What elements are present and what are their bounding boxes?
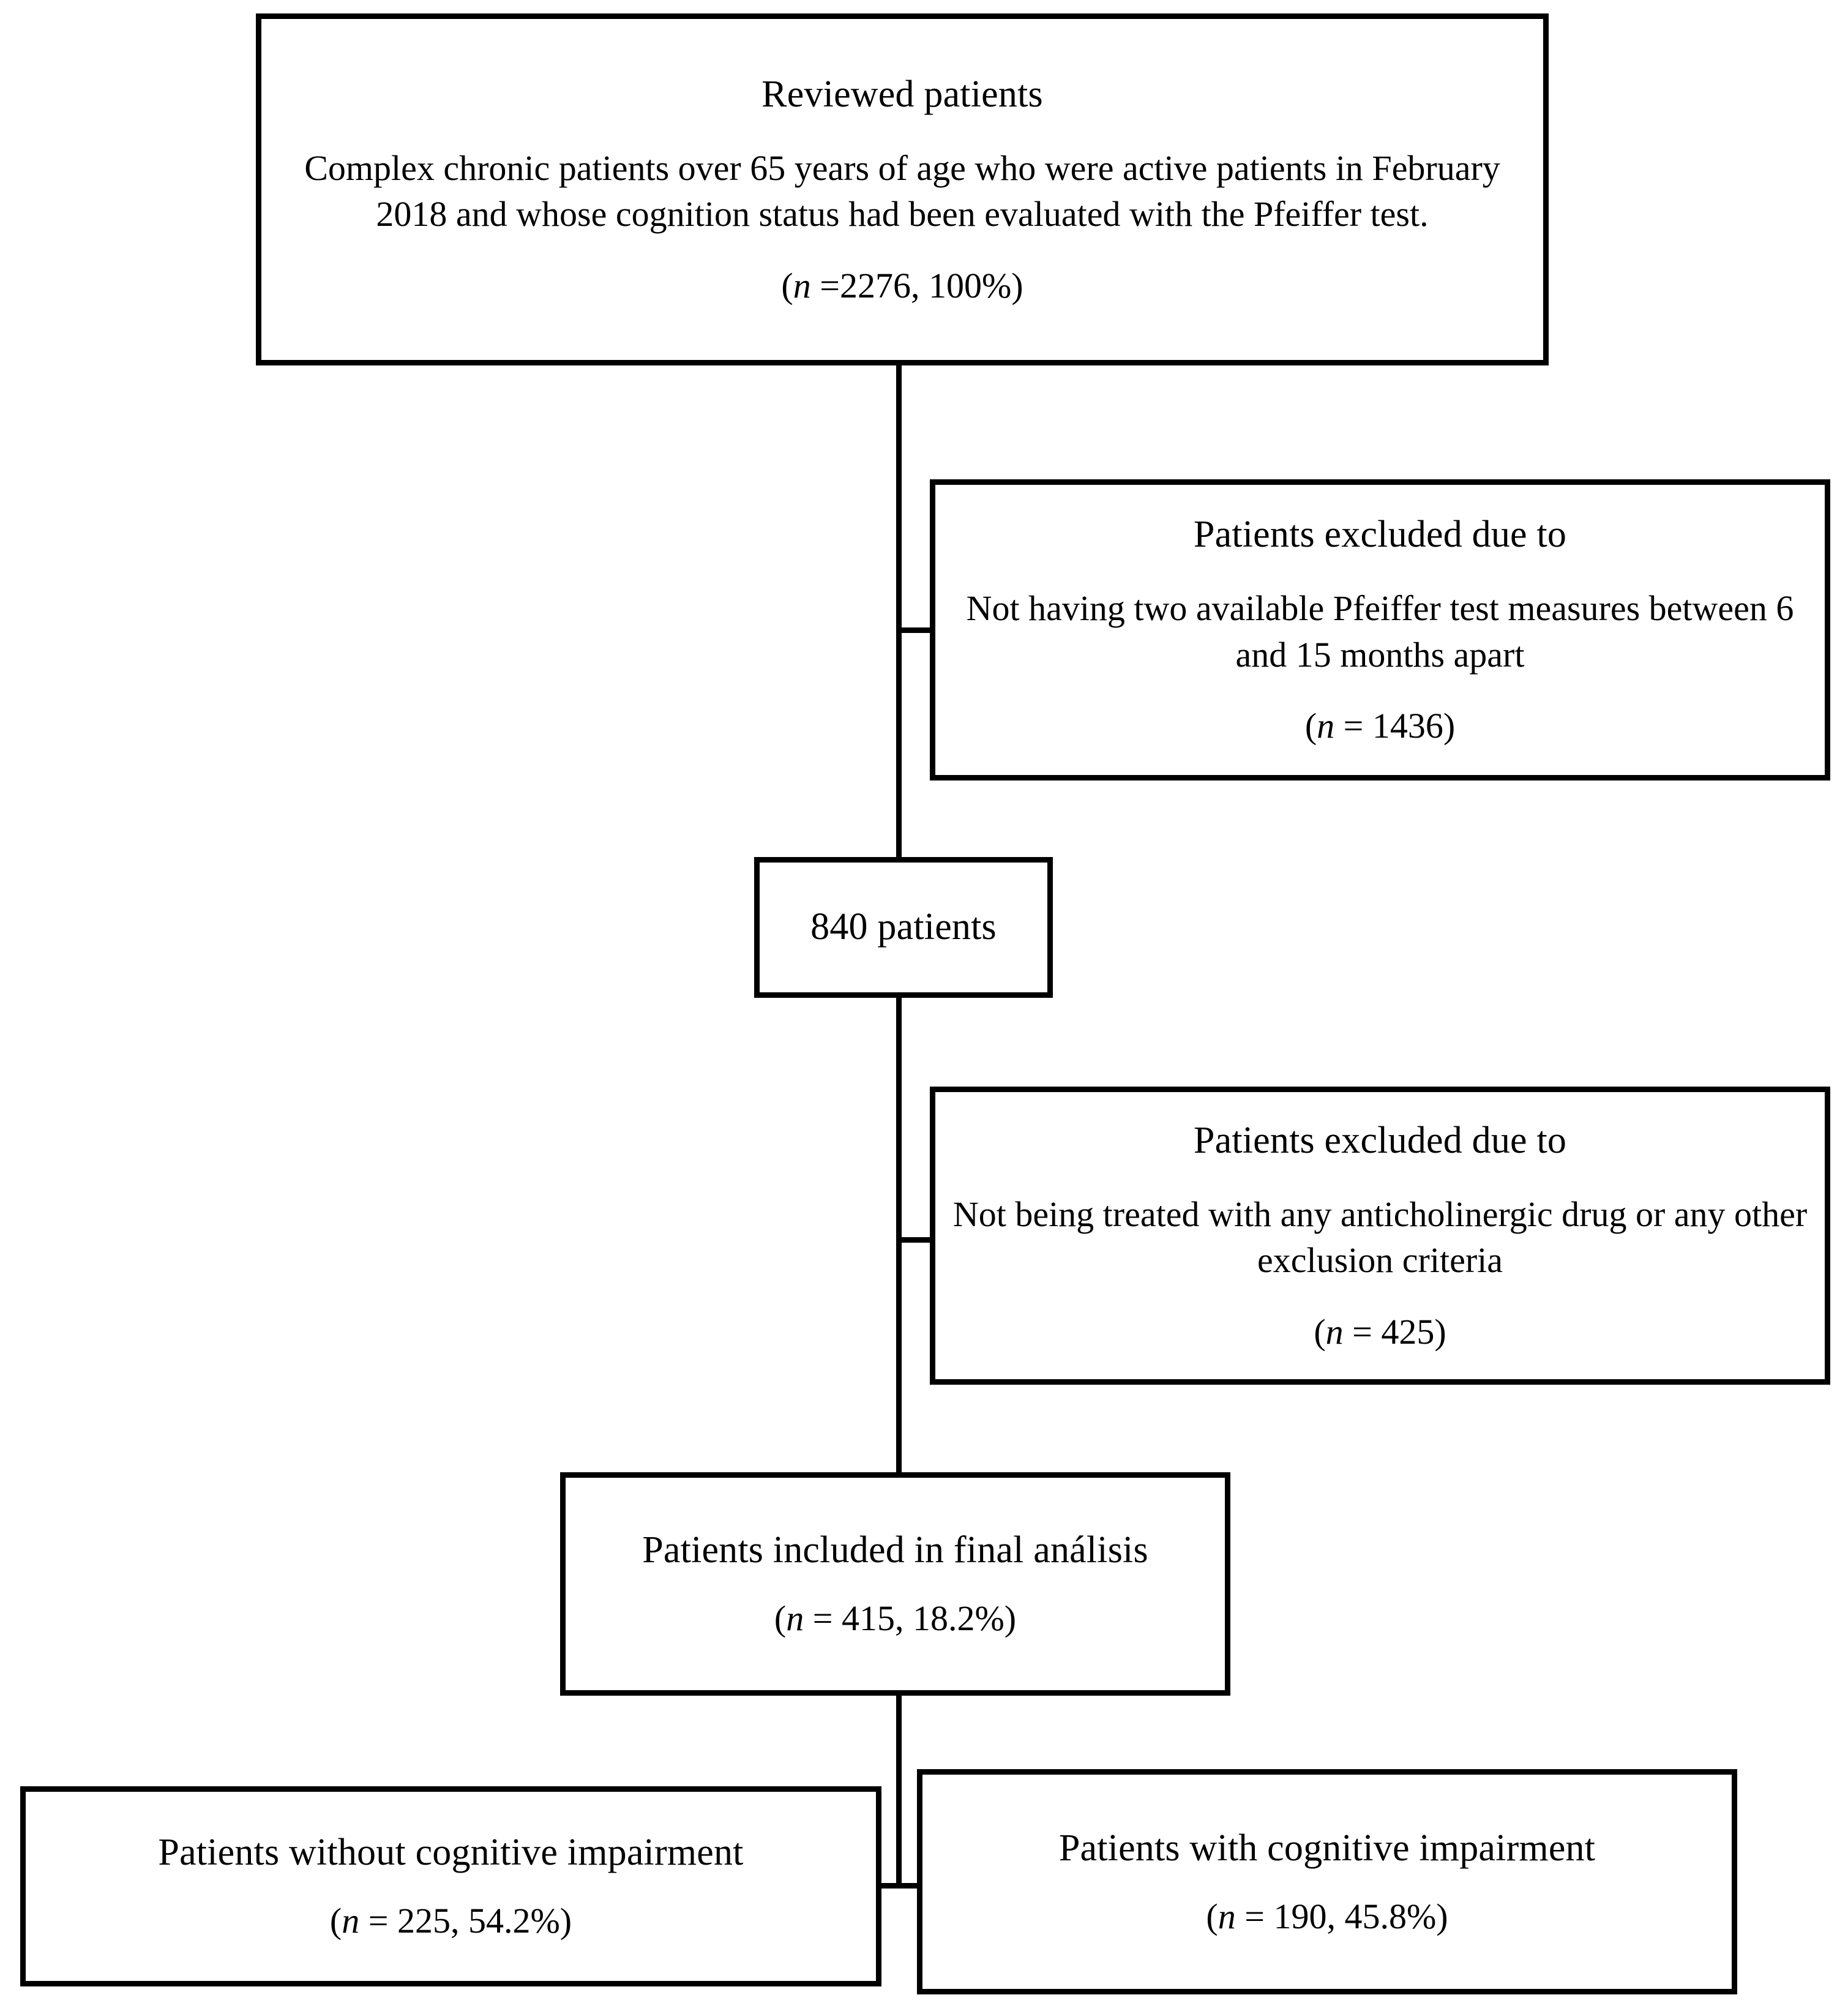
node-with-impairment-count: (n = 190, 45.8%) [1206,1895,1448,1938]
node-reviewed-patients: Reviewed patients Complex chronic patien… [256,13,1549,365]
paren-open: ( [781,265,793,305]
paren-close: ) [559,1901,572,1941]
count-value: = 190, 45.8% [1235,1896,1437,1936]
node-excluded-second-title: Patients excluded due to [1193,1119,1567,1161]
paren-close: ) [1436,1896,1448,1936]
n-symbol: n [1317,706,1335,746]
node-final-analysis-title: Patients included in final análisis [642,1529,1148,1571]
node-without-impairment-count: (n = 225, 54.2%) [330,1900,572,1942]
paren-open: ( [1304,706,1317,746]
connector-split-bar [871,1883,935,1889]
node-excluded-second-count: (n = 425) [1314,1311,1446,1353]
paren-close: ) [1004,1598,1017,1639]
connector-reviewed-to-excluded1 [896,365,902,479]
connector-final-to-split [896,1696,902,1889]
count-value: =2276, 100% [810,265,1012,305]
connector-stub-excluded2 [896,1237,935,1243]
n-symbol: n [342,1901,360,1941]
paren-close: ) [1443,706,1456,746]
count-value: = 415, 18.2% [804,1598,1004,1639]
paren-open: ( [329,1901,342,1941]
node-with-cognitive-impairment: Patients with cognitive impairment (n = … [917,1769,1737,1994]
node-excluded-first: Patients excluded due to Not having two … [930,479,1830,781]
n-symbol: n [793,265,811,305]
node-excluded-second-body: Not being treated with any anticholinerg… [952,1194,1808,1281]
node-excluded-first-count: (n = 1436) [1305,705,1455,747]
connector-remaining-to-final [896,998,902,1472]
node-without-impairment-title: Patients without cognitive impairment [158,1832,744,1874]
count-value: = 425 [1343,1311,1435,1352]
node-remaining-patients: 840 patients [754,857,1053,998]
paren-close: ) [1011,265,1023,305]
node-excluded-second: Patients excluded due to Not being treat… [930,1087,1830,1385]
node-excluded-first-title: Patients excluded due to [1193,514,1567,556]
connector-stub-excluded1 [896,627,935,633]
node-reviewed-title: Reviewed patients [761,73,1043,115]
paren-open: ( [1314,1311,1326,1352]
node-reviewed-count: (n =2276, 100%) [781,264,1023,307]
count-value: = 225, 54.2% [359,1901,560,1941]
paren-close: ) [1434,1311,1446,1352]
n-symbol: n [786,1598,804,1639]
node-with-impairment-title: Patients with cognitive impairment [1058,1827,1596,1869]
paren-open: ( [774,1598,787,1639]
node-remaining-label: 840 patients [810,906,997,948]
connector-trunk-to-remaining [896,479,902,857]
node-reviewed-body: Complex chronic patients over 65 years o… [304,148,1500,234]
count-value: = 1436 [1334,706,1443,746]
node-final-analysis: Patients included in final análisis (n =… [560,1472,1230,1696]
node-without-cognitive-impairment: Patients without cognitive impairment (n… [20,1786,881,1986]
n-symbol: n [1218,1896,1236,1936]
node-final-analysis-count: (n = 415, 18.2%) [774,1597,1016,1640]
n-symbol: n [1325,1311,1344,1352]
node-excluded-first-body: Not having two available Pfeiffer test m… [966,588,1794,675]
paren-open: ( [1206,1896,1218,1936]
